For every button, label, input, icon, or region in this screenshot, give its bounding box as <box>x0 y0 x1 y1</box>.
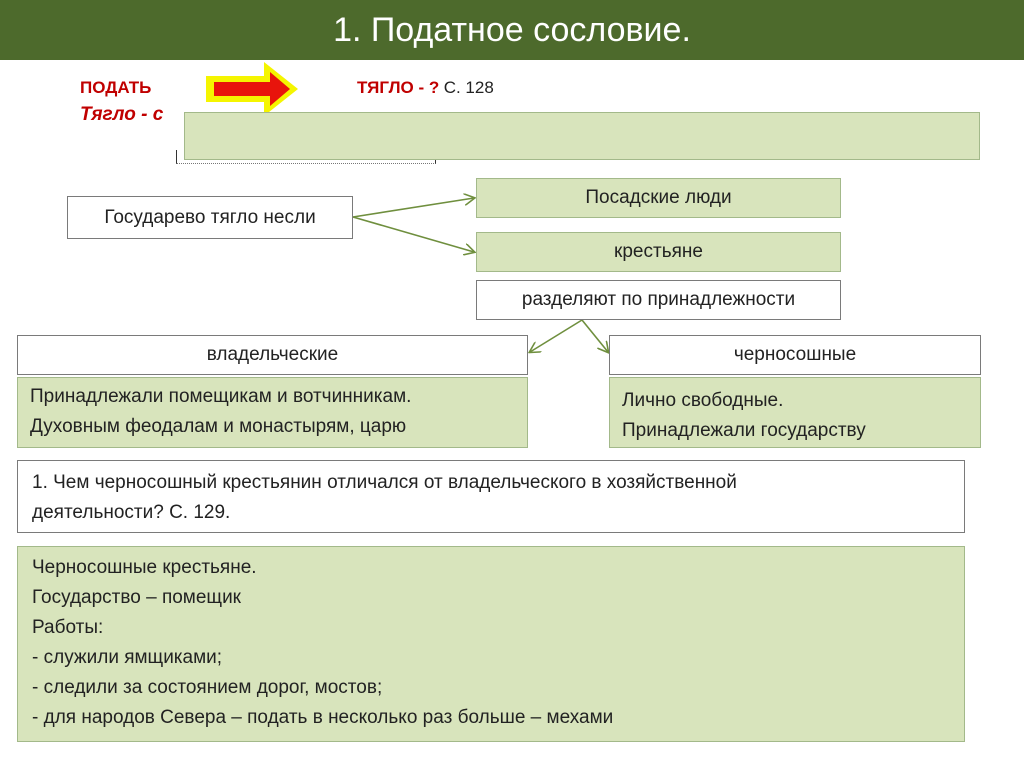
question-box: 1. Чем черносошный крестьянин отличался … <box>17 460 965 533</box>
razdelyayut-box: разделяют по принадлежности <box>476 280 841 320</box>
slide-title: 1. Податное сословие. <box>0 0 1024 60</box>
posadskie-box: Посадские люди <box>476 178 841 218</box>
krestyane-box: крестьяне <box>476 232 841 272</box>
chernososhnye-line-2: Принадлежали государству <box>622 420 866 441</box>
vladelcheskie-description: Принадлежали помещикам и вотчинникам. Ду… <box>17 377 528 448</box>
answer-line-5: - следили за состоянием дорог, мостов; <box>32 677 383 698</box>
answer-line-2: Государство – помещик <box>32 587 241 608</box>
answer-line-3: Работы: <box>32 617 104 638</box>
tyaglo-definition-start: Тягло - с <box>80 104 164 125</box>
podat-label: ПОДАТЬ <box>80 78 152 97</box>
question-line-2: деятельности? С. 129. <box>32 502 231 523</box>
tyaglo-question: ТЯГЛО - ? С. 128 <box>357 78 494 98</box>
answer-line-4: - служили ямщиками; <box>32 647 223 668</box>
gosudarevo-tyaglo-box: Государево тягло несли <box>67 196 353 239</box>
vladelcheskie-line-2: Духовным феодалам и монастырям, царю <box>30 416 407 437</box>
answer-line-6: - для народов Севера – подать в нескольк… <box>32 707 614 728</box>
tyaglo-page-ref: С. 128 <box>443 78 494 97</box>
vladelcheskie-box: владельческие <box>17 335 528 375</box>
vladelcheskie-line-1: Принадлежали помещикам и вотчинникам. <box>30 386 412 407</box>
answer-line-1: Черносошные крестьяне. <box>32 557 257 578</box>
chernososhnye-line-1: Лично свободные. <box>622 390 784 411</box>
chernososhnye-box: черносошные <box>609 335 981 375</box>
answer-box: Черносошные крестьяне. Государство – пом… <box>17 546 965 742</box>
hidden-definition-box[interactable] <box>184 112 980 160</box>
chernososhnye-description: Лично свободные. Принадлежали государств… <box>609 377 981 448</box>
tyaglo-label: ТЯГЛО - ? <box>357 78 440 97</box>
question-line-1: 1. Чем черносошный крестьянин отличался … <box>32 472 737 493</box>
right-arrow-icon <box>206 62 298 116</box>
